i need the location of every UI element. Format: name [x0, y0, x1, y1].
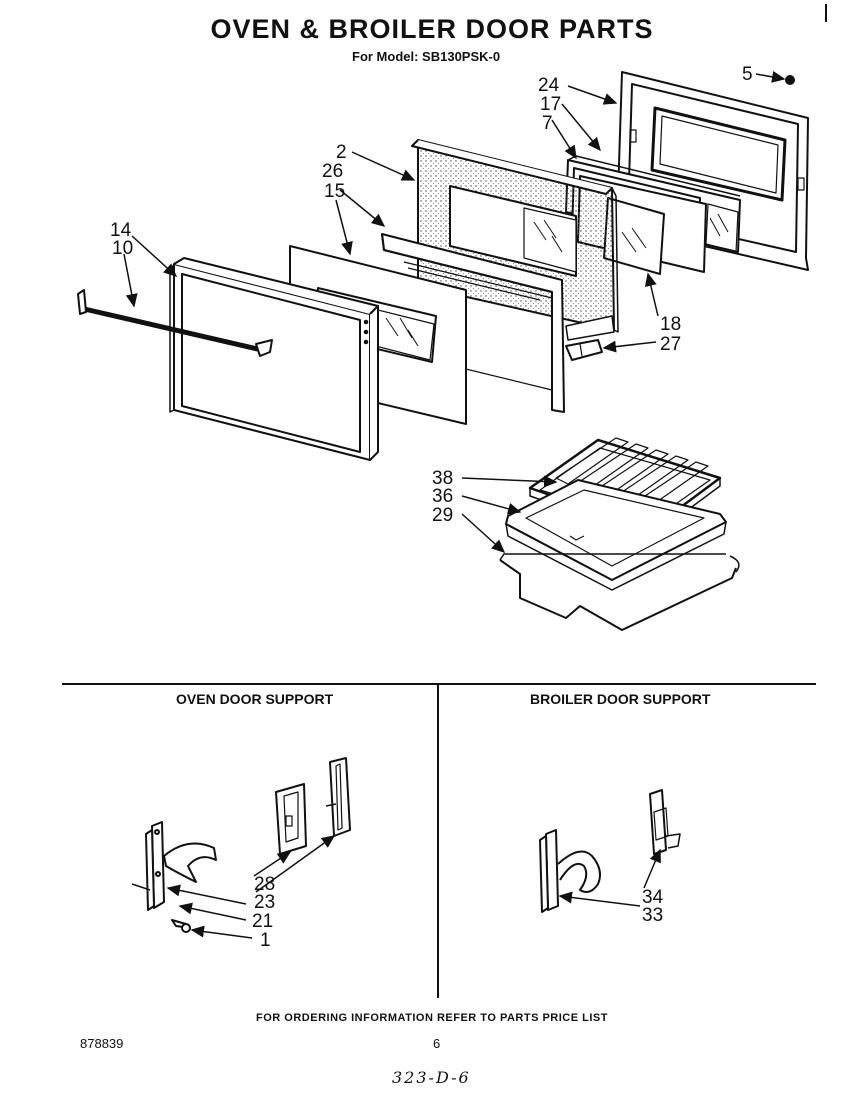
broiler-hinge-arm	[539, 829, 601, 913]
callout-18: 18	[660, 314, 681, 335]
oven-hinge-arm	[145, 821, 217, 911]
callout-29: 29	[432, 505, 453, 526]
callout-7: 7	[542, 113, 553, 134]
model-number: For Model: SB130PSK-0	[352, 49, 501, 64]
callout-2: 2	[336, 142, 347, 163]
door-handle-bracket	[565, 315, 615, 361]
callout-26: 26	[322, 161, 343, 182]
callout-38: 38	[432, 468, 453, 489]
ordering-note: FOR ORDERING INFORMATION REFER TO PARTS …	[256, 1012, 608, 1024]
door-screw	[785, 75, 795, 85]
callout-10: 10	[112, 238, 133, 259]
callout-24: 24	[538, 75, 560, 96]
callout-28: 28	[254, 874, 275, 895]
callout-15: 15	[324, 181, 345, 202]
callout-27: 27	[660, 334, 681, 355]
outer-door-front	[169, 257, 379, 461]
document-number: 878839	[80, 1036, 124, 1051]
door-gasket	[381, 233, 565, 413]
callout-21: 21	[252, 911, 273, 932]
broiler-liner	[499, 553, 740, 631]
page-number: 6	[433, 1036, 441, 1051]
oven-hinge-receiver	[275, 757, 351, 855]
callout-5: 5	[742, 64, 753, 85]
callout-14: 14	[110, 220, 132, 241]
broiler-hinge-receiver	[649, 789, 681, 855]
broiler-pan	[505, 479, 727, 591]
page-title: OVEN & BROILER DOOR PARTS	[210, 14, 654, 44]
callout-23: 23	[254, 892, 275, 913]
callout-33: 33	[642, 905, 663, 926]
door-handle-rod	[77, 289, 273, 357]
callout-1: 1	[260, 930, 271, 951]
callout-36: 36	[432, 486, 453, 507]
outer-door-frame	[411, 139, 619, 333]
callout-34: 34	[642, 887, 664, 908]
oven-hinge-screw	[171, 919, 191, 933]
section-broiler-door-support: BROILER DOOR SUPPORT	[530, 691, 711, 707]
callout-17: 17	[540, 94, 561, 115]
handwritten-code: 323-D-6	[392, 1068, 471, 1087]
section-oven-door-support: OVEN DOOR SUPPORT	[176, 691, 334, 707]
